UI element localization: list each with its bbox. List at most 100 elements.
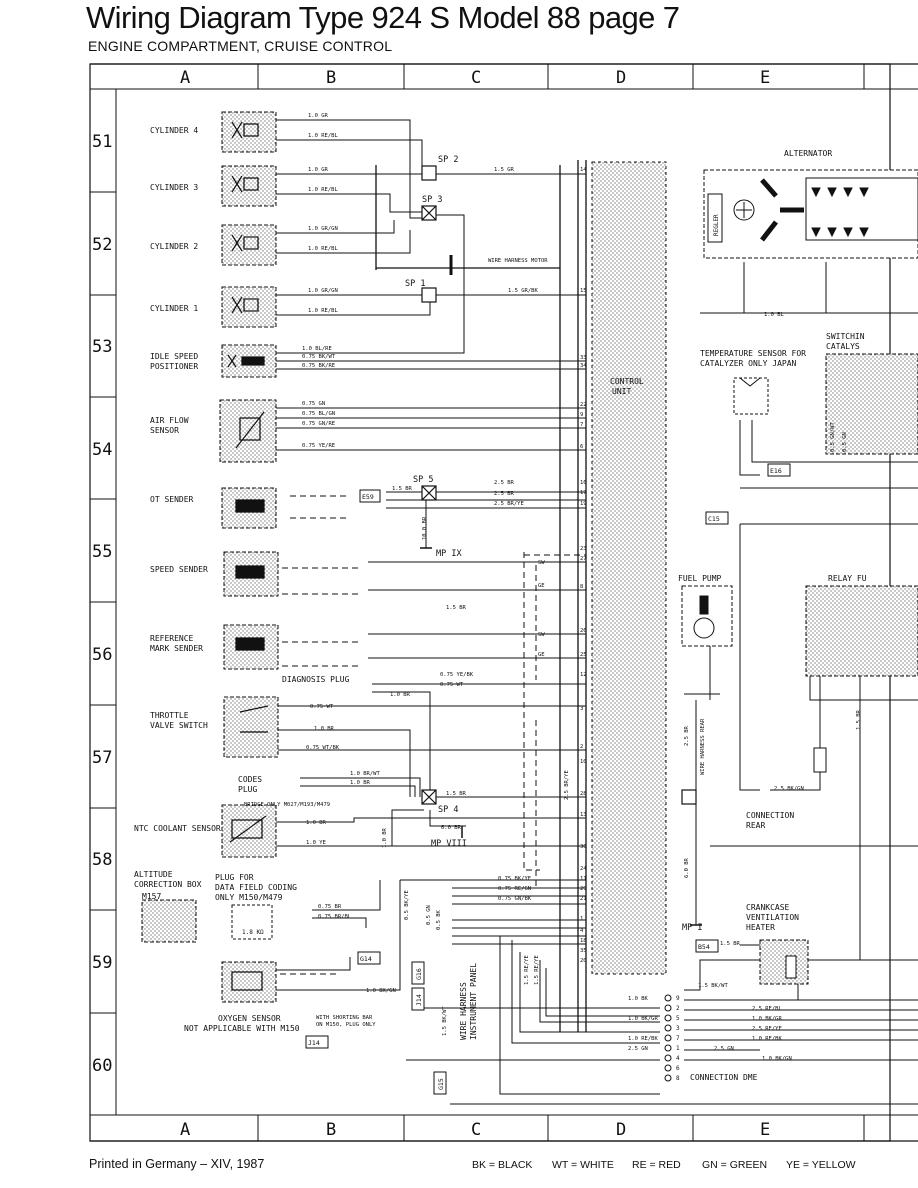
cu-pin: 13 — [580, 812, 587, 818]
wire-label: 2.5 GN — [628, 1046, 648, 1052]
wire-label: 0.75 RE/GN — [498, 886, 531, 892]
label-altitude-2: CORRECTION BOX — [134, 880, 202, 889]
wire-label: 0.5 GN — [842, 432, 848, 452]
label-g14: G14 — [360, 955, 372, 963]
row-label-54: 54 — [92, 440, 112, 460]
label-throttle-2: VALVE SWITCH — [150, 721, 208, 730]
col-label-d-bottom: D — [616, 1120, 626, 1140]
wire-label: 1.0 BL/RE — [302, 346, 332, 352]
label-reference-2: MARK SENDER — [150, 644, 203, 653]
label-g16: G16 — [415, 968, 423, 980]
dme-pin: 5 — [676, 1015, 680, 1022]
label-reference: REFERENCE — [150, 634, 194, 643]
col-label-e-top: E — [760, 68, 770, 88]
wire-label: 0.5 GN/WT — [830, 422, 836, 452]
label-oxygen-2: NOT APPLICABLE WITH M150 — [184, 1024, 300, 1033]
row-label-55: 55 — [92, 542, 112, 562]
cu-pin: 15 — [580, 288, 587, 294]
cu-pin: 33 — [580, 355, 587, 361]
cu-pin: 17 — [580, 490, 587, 496]
wire-label: 2.5 BR — [494, 491, 515, 497]
label-altitude-3: M157 — [142, 892, 161, 901]
wire-label: 1.0 YE — [306, 840, 326, 846]
legend-black: BK = BLACK — [472, 1159, 533, 1171]
label-g15: G15 — [437, 1078, 445, 1090]
label-harness-panel-2: INSTRUMENT PANEL — [469, 963, 478, 1040]
label-resistor: 1.8 KΩ — [242, 929, 264, 936]
wire-label: 1.5 GR — [494, 167, 515, 173]
wire-label: 1.0 RE/BL — [308, 308, 338, 314]
wire-label: 1.0 RE/BK — [752, 1036, 782, 1042]
wire-label: 1.0 RE/BK — [628, 1036, 658, 1042]
wire-label: 10.0 BR — [422, 516, 428, 540]
cu-pin: 34 — [580, 363, 587, 369]
column-labels: A B C D E A B C D E — [180, 68, 770, 1140]
wire-label: 1.0 GR/GN — [308, 288, 338, 294]
label-oxygen: OXYGEN SENSOR — [218, 1014, 281, 1023]
wire-label-ge: GE — [538, 583, 545, 589]
label-j14-a: J14 — [415, 994, 423, 1006]
wire-label: 1.0 BK/GR — [628, 1016, 658, 1022]
wire-labels: 1.0 GR 1.0 RE/BL 1.0 GR 1.0 RE/BL 1.0 GR… — [302, 113, 862, 1062]
cu-pin: 29 — [580, 886, 587, 892]
label-shorting: WITH SHORTING BAR — [316, 1015, 373, 1021]
wire-label: 1.0 BL — [764, 312, 785, 318]
wire-label: 1.0 BK/GN — [366, 988, 396, 994]
cu-pin: 27 — [580, 556, 587, 562]
splice-labels: SP 1 SP 2 SP 3 SP 4 SP 5 MP IX MP VIII M… — [405, 155, 702, 933]
wires — [276, 119, 918, 1105]
label-cylinder-3: CYLINDER 3 — [150, 183, 198, 192]
label-harness-rear: WIRE HARNESS REAR — [700, 718, 706, 775]
wire-label: 0.75 BR — [318, 904, 342, 910]
control-unit-label-2: UNIT — [612, 387, 631, 396]
wire-label: 1.0 GR — [308, 113, 329, 119]
label-e59: E59 — [362, 493, 374, 501]
label-air-flow-2: SENSOR — [150, 426, 179, 435]
col-label-c-bottom: C — [471, 1120, 481, 1140]
cu-pin: 2 — [580, 744, 583, 750]
col-label-b-bottom: B — [326, 1120, 336, 1140]
cu-pin: 11 — [580, 876, 587, 882]
wire-label: 1.5 BR — [392, 486, 413, 492]
dme-connector — [664, 994, 672, 1082]
label-c15: C15 — [708, 515, 720, 523]
cu-pin: 9 — [580, 412, 583, 418]
wire-label: 1.0 RE/BL — [308, 133, 338, 139]
dme-pin: 3 — [676, 1025, 680, 1032]
wire-label: 0.75 YE/BK — [440, 672, 474, 678]
wire-label: 0.75 BK/WT — [302, 354, 336, 360]
col-label-a-bottom: A — [180, 1120, 190, 1140]
label-connection-dme: CONNECTION DME — [690, 1073, 758, 1082]
label-sp5: SP 5 — [413, 475, 433, 485]
row-label-52: 52 — [92, 235, 112, 255]
wire-label: 1.0 GR — [308, 167, 329, 173]
cu-pin: 30 — [580, 844, 587, 850]
cu-pin: 21 — [580, 896, 587, 902]
wire-label: 1.5 GR/BK — [508, 288, 538, 294]
wire-label: 0.75 BR/BL — [318, 914, 352, 920]
component-boxes — [141, 111, 279, 1003]
label-crankcase: CRANKCASE — [746, 903, 790, 912]
wire-label: 0.75 YE/RE — [302, 443, 335, 449]
wire-label: 1.5 BK/WT — [698, 983, 728, 989]
row-label-57: 57 — [92, 748, 112, 768]
label-mp9: MP IX — [436, 549, 462, 559]
label-cylinder-2: CYLINDER 2 — [150, 242, 198, 251]
legend-green: GN = GREEN — [702, 1159, 768, 1171]
label-throttle: THROTTLE — [150, 711, 189, 720]
label-fuel-pump: FUEL PUMP — [678, 574, 722, 583]
wire-label: 1.5 BR — [446, 791, 467, 797]
label-alternator: ALTERNATOR — [784, 149, 832, 158]
label-temp-sensor-2: CATALYZER ONLY JAPAN — [700, 359, 797, 368]
label-j14-b: J14 — [308, 1039, 320, 1047]
wire-label: 1.0 RE/BL — [308, 187, 338, 193]
wire-label: 1.0 BR — [382, 827, 388, 848]
label-codes-2: PLUG — [238, 785, 257, 794]
col-label-d-top: D — [616, 68, 626, 88]
wire-label: 1.0 BR — [306, 820, 327, 826]
wire-label: 6.0 BR — [441, 825, 462, 831]
cu-pin: 20 — [580, 958, 587, 964]
control-unit-pins: 14 15 33 34 22 9 7 6 16 17 19 23 27 8 26… — [580, 167, 587, 964]
row-label-56: 56 — [92, 645, 112, 665]
wire-label: 1.5 BR — [446, 605, 467, 611]
